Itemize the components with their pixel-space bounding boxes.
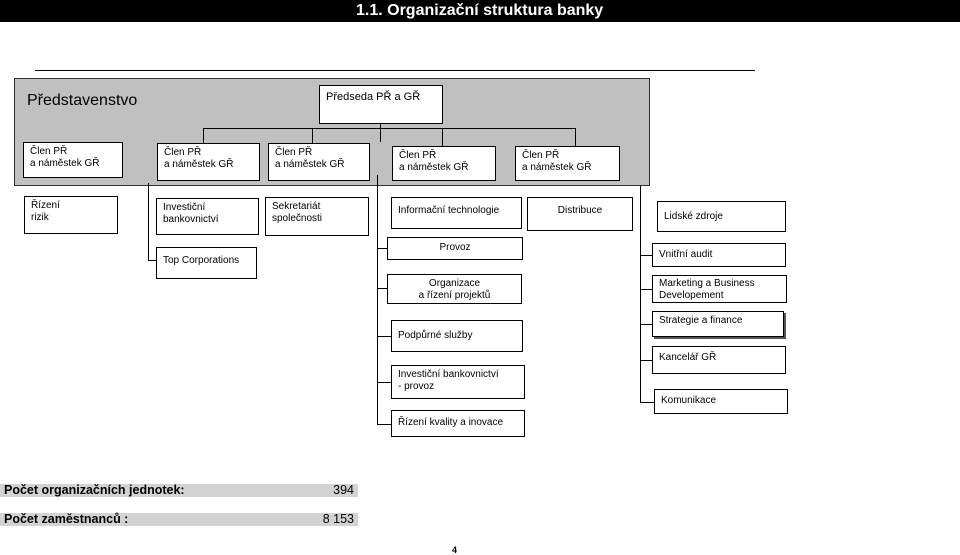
- unit-informacni-technologie: Informační technologie: [391, 197, 522, 229]
- connector: [377, 288, 387, 289]
- stat-units-label: Počet organizačních jednotek:: [4, 483, 185, 497]
- connector: [377, 248, 387, 249]
- unit-provoz: Provoz: [387, 237, 523, 260]
- member-connector: [442, 128, 443, 146]
- unit-investicni-provoz: Investiční bankovnictví - provoz: [391, 365, 525, 399]
- member-connector: [203, 128, 204, 143]
- unit-lidske-zdroje: Lidské zdroje: [657, 201, 786, 232]
- board-member: Člen PŘ a náměstek GŘ: [157, 143, 260, 181]
- connector: [640, 324, 652, 325]
- stat-units-value: 394: [333, 483, 354, 497]
- unit-podpurne: Podpůrné služby: [391, 320, 523, 352]
- unit-kancelar: Kancelář GŘ: [652, 346, 786, 374]
- spine-invest: [148, 183, 149, 261]
- chair-box: Předseda PŘ a GŘ: [319, 85, 443, 124]
- stat-employees-value: 8 153: [322, 512, 354, 526]
- connector: [640, 360, 652, 361]
- chair-connector: [380, 124, 381, 142]
- spine-it: [377, 175, 378, 425]
- unit-rizeni-rizik: Řízení rizik: [24, 196, 118, 234]
- spine-hr: [640, 185, 641, 403]
- members-bus: [203, 128, 575, 129]
- connector: [377, 336, 391, 337]
- unit-distribuce: Distribuce: [527, 197, 633, 231]
- unit-rizeni-kvality: Řízení kvality a inovace: [391, 410, 525, 437]
- page-number: 4: [452, 545, 458, 555]
- unit-strategie: Strategie a finance: [652, 311, 784, 337]
- unit-sekretariat: Sekretariát společnosti: [265, 197, 369, 236]
- board-member: Člen PŘ a náměstek GŘ: [515, 146, 620, 181]
- member-connector: [575, 128, 576, 146]
- page-title: 1.1. Organizační struktura banky: [356, 2, 604, 19]
- unit-organizace: Organizace a řízení projektů: [387, 274, 522, 304]
- board-label: Představenstvo: [27, 92, 138, 109]
- unit-marketing: Marketing a Business Developement: [652, 275, 787, 303]
- stat-employees-row: Počet zaměstnanců : 8 153: [0, 513, 358, 526]
- connector: [640, 255, 652, 256]
- header-rule: [35, 70, 755, 71]
- connector: [377, 424, 391, 425]
- connector: [640, 289, 652, 290]
- board-member: Člen PŘ a náměstek GŘ: [392, 146, 496, 181]
- member-connector: [312, 128, 313, 143]
- unit-vnitrni-audit: Vnitřní audit: [652, 243, 786, 267]
- board-member: Člen PŘ a náměstek GŘ: [23, 142, 123, 178]
- board-member: Člen PŘ a náměstek GŘ: [268, 143, 370, 181]
- connector: [148, 260, 156, 261]
- connector: [640, 402, 654, 403]
- connector: [377, 382, 391, 383]
- stat-units-row: Počet organizačních jednotek: 394: [0, 484, 358, 497]
- stat-employees-label: Počet zaměstnanců :: [4, 512, 129, 526]
- title-bar: [0, 0, 960, 22]
- unit-top-corporations: Top Corporations: [156, 247, 257, 279]
- unit-investicni-bankovnictvi: Investiční bankovnictví: [156, 198, 259, 235]
- unit-komunikace: Komunikace: [654, 389, 788, 414]
